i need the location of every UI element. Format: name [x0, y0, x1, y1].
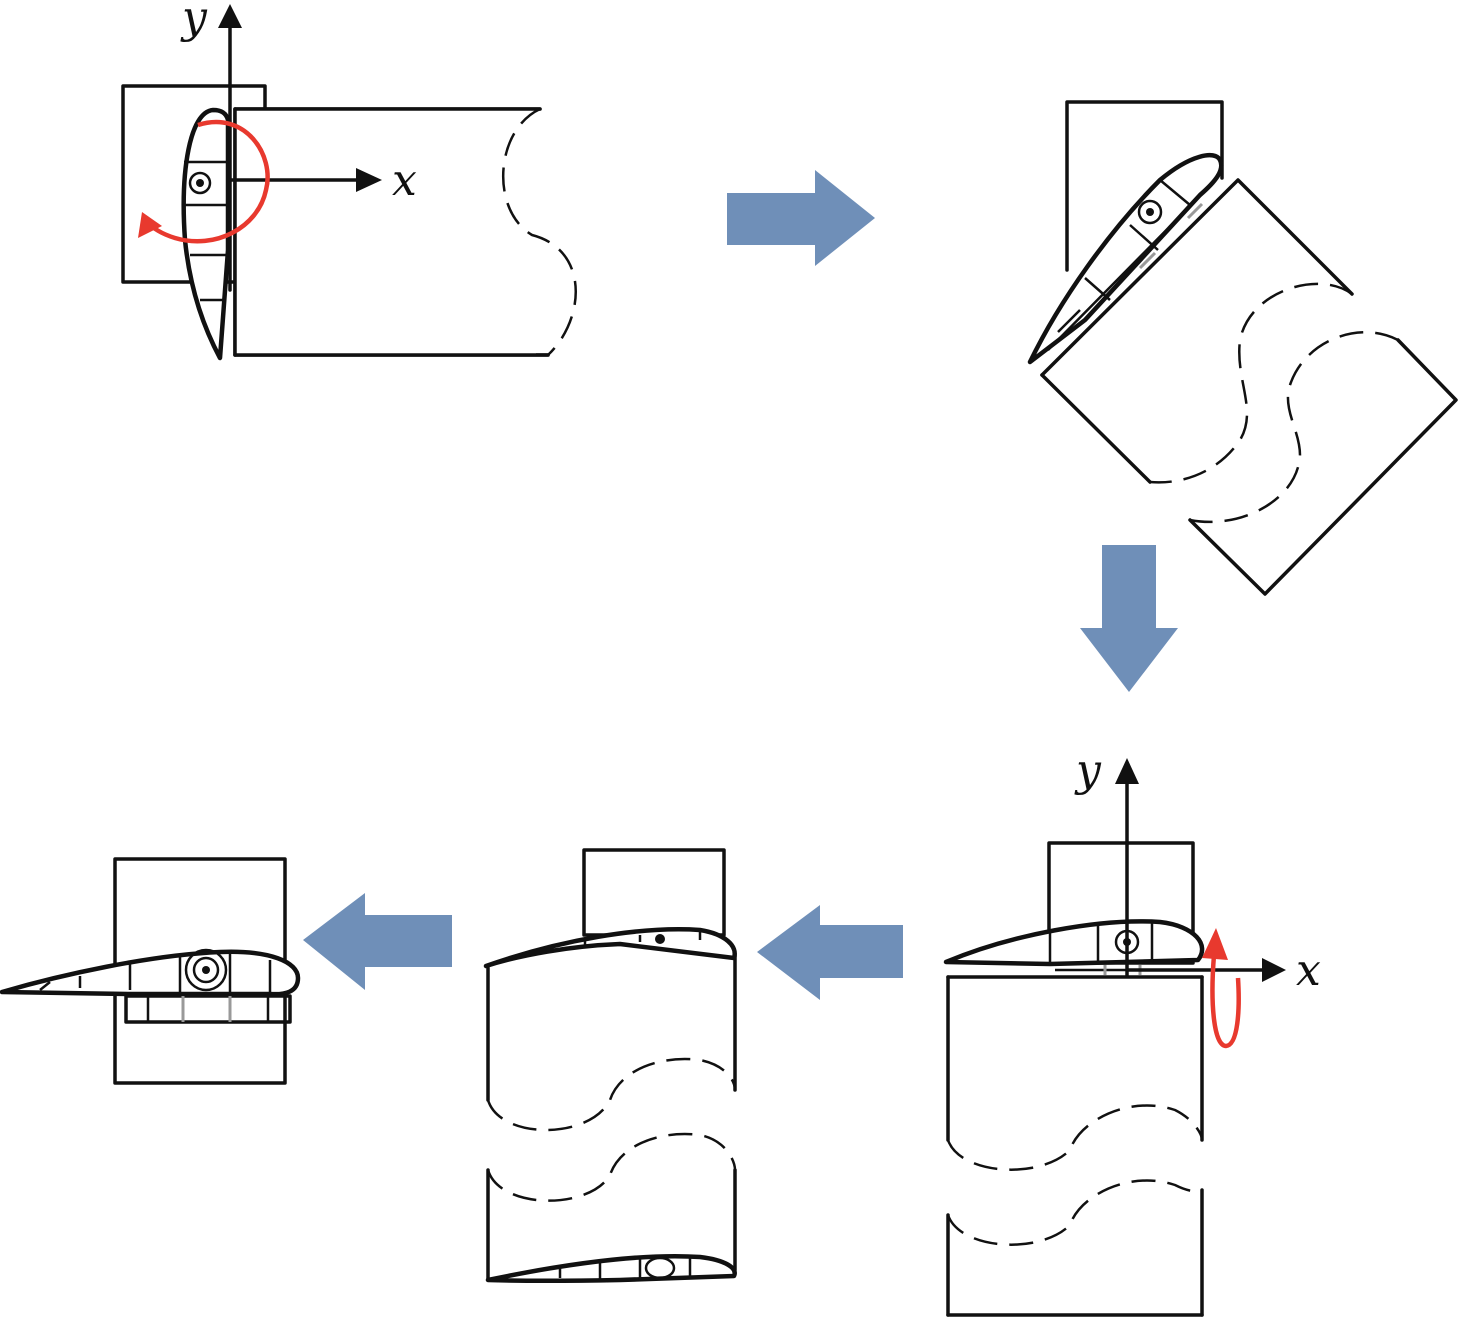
y-axis-label: y [1074, 745, 1102, 796]
blade-break-line [502, 107, 577, 356]
mount-block [582, 848, 726, 937]
blade-bottom-edge [1040, 373, 1152, 484]
flow-arrow-right [727, 170, 875, 266]
pivot-outer [1137, 199, 1163, 225]
airfoil-section [0, 949, 301, 997]
blade-break-line-2 [486, 1132, 737, 1202]
mount-block [1065, 100, 1224, 272]
blade-break-line-2 [946, 1179, 1203, 1246]
blade-break-line-1 [946, 1104, 1204, 1171]
airfoil-top-ribs [583, 932, 702, 946]
airfoil-section [1027, 152, 1224, 365]
pivot-outer [184, 948, 228, 992]
flow-arrow-left-2 [303, 893, 452, 990]
airfoil-ribs [184, 160, 228, 302]
airfoil-bottom [485, 1253, 737, 1283]
pivot-top [655, 934, 665, 944]
x-axis-label: x [1296, 945, 1321, 996]
pivot-inner [1146, 208, 1154, 216]
pivot-inner [196, 179, 204, 187]
rotation-arrow-about-x [1210, 954, 1241, 1049]
airfoil-section [181, 107, 231, 361]
pivot-mid [192, 956, 220, 984]
hinge-dividers [146, 996, 270, 1022]
panel-step-2 [1027, 100, 1458, 596]
airfoil-ribs [1048, 922, 1195, 972]
flow-arrow-left-1 [757, 905, 903, 1000]
blade-break-line-2 [1189, 331, 1399, 524]
airfoil-top [483, 927, 737, 969]
x-axis-label: x [392, 155, 417, 206]
x-axis-head [356, 168, 382, 192]
rotation-arrow-head [138, 212, 162, 238]
blade-outline [1040, 178, 1354, 377]
pivot-bottom [644, 1256, 676, 1280]
y-axis-head [218, 4, 242, 28]
airfoil-section [943, 919, 1205, 967]
hinge-bar [124, 994, 292, 1024]
flow-arrow-down [1080, 545, 1178, 692]
blade-break-line-1 [1149, 282, 1353, 484]
pivot-inner [202, 966, 210, 974]
x-axis-head [1262, 958, 1286, 982]
panel-step-3: x y [943, 745, 1321, 1317]
airfoil-ribs [39, 954, 272, 992]
y-axis-label: y [180, 0, 208, 43]
hinge-marks [181, 996, 232, 1022]
panel-step-1: x y [121, 0, 577, 361]
rotation-arrow-circular [146, 119, 270, 244]
pivot-outer [188, 171, 212, 195]
panel-step-4 [483, 848, 737, 1283]
blade-lower-edge [1188, 338, 1458, 596]
blade-fill [236, 110, 536, 354]
airfoil-bottom-ribs [558, 1258, 692, 1280]
hinge-marks [1138, 202, 1204, 270]
airfoil-ribs [1047, 179, 1199, 351]
panel-step-5 [0, 857, 301, 1085]
rotation-arrow-head [1202, 928, 1228, 960]
blade-break-line-1 [486, 1057, 737, 1132]
y-axis-head [1115, 758, 1139, 784]
